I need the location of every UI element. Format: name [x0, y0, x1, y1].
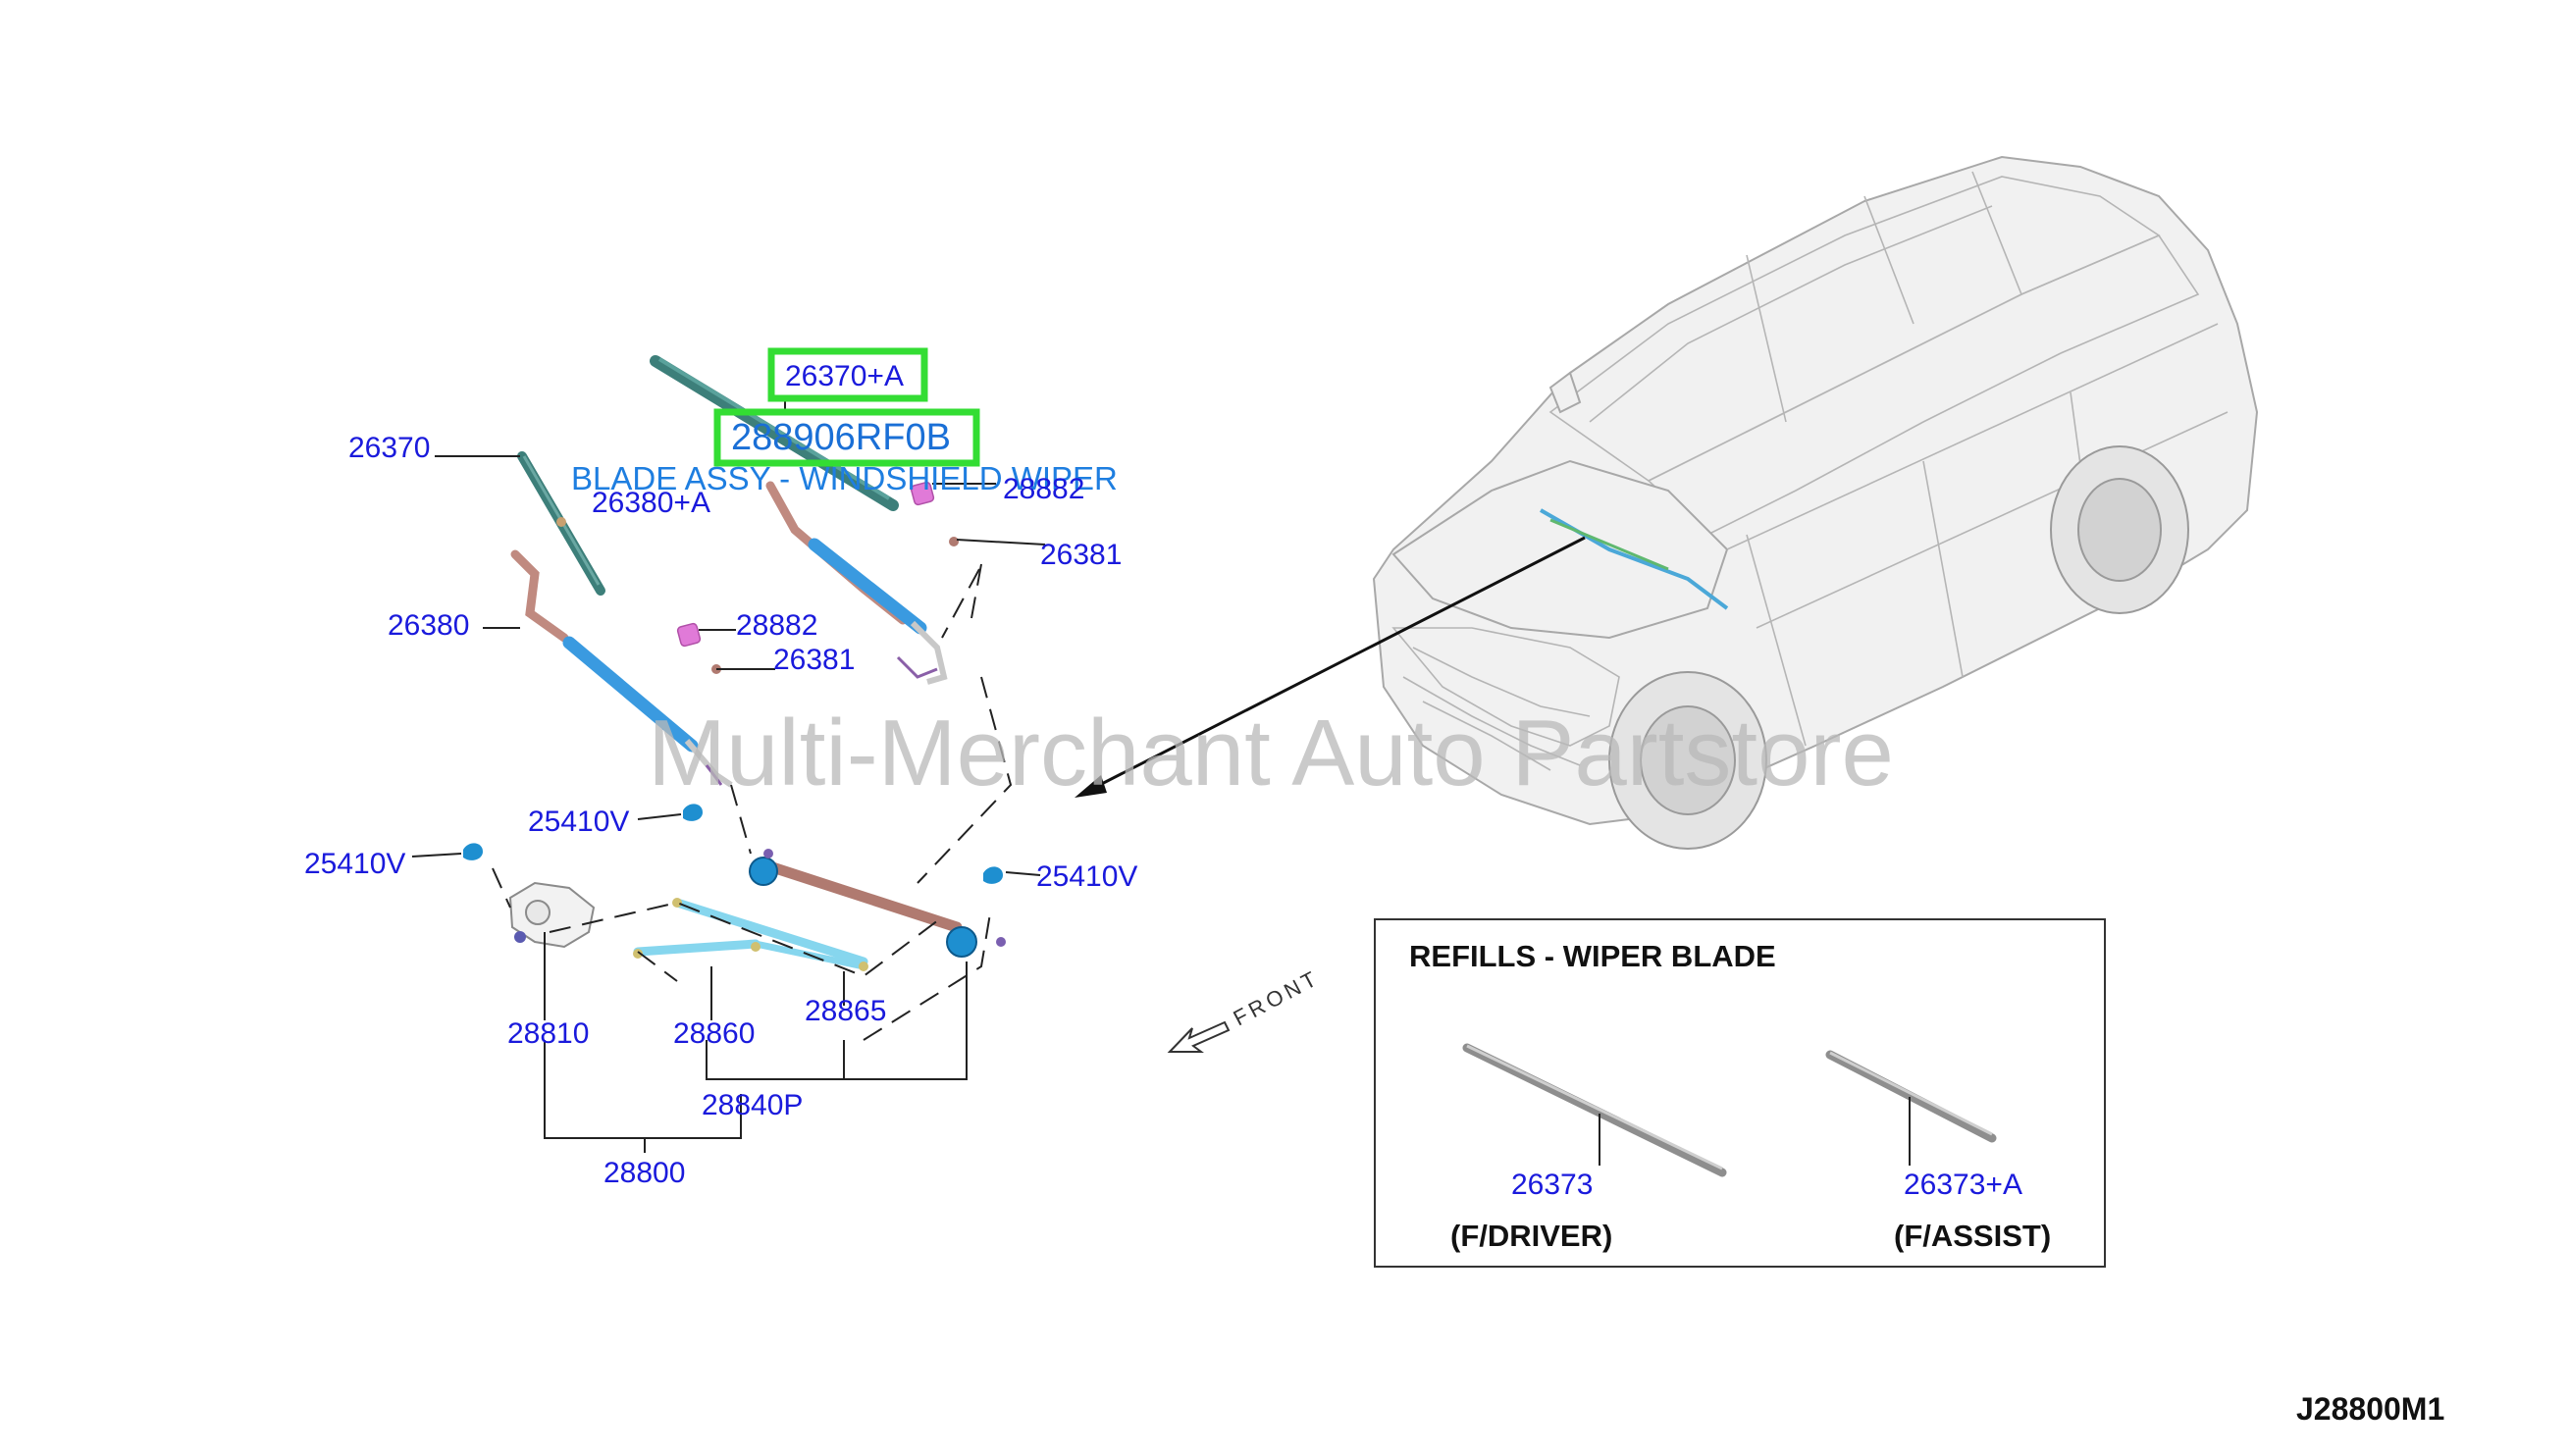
wiper-arm-passenger[interactable]: [765, 481, 948, 685]
callout-26381-b[interactable]: 26381: [773, 644, 855, 676]
callout-26370[interactable]: 26370: [348, 432, 430, 464]
refill-assist-label: (F/ASSIST): [1894, 1219, 2051, 1253]
refill-driver-code[interactable]: 26373: [1511, 1169, 1593, 1201]
pivot-head-driver[interactable]: [749, 857, 778, 886]
highlight-description: BLADE ASSY - WINDSHIELD WIPER: [571, 460, 1118, 496]
grommet-right[interactable]: [983, 866, 1003, 884]
vehicle-illustration: [1372, 155, 2259, 850]
highlight-part-code[interactable]: 26370+A: [785, 360, 904, 392]
callout-25410v-center[interactable]: 25410V: [528, 806, 629, 838]
refill-driver[interactable]: [1462, 1043, 1727, 1177]
highlighted-part[interactable]: 26370+A 288906RF0B BLADE ASSY - WINDSHIE…: [571, 347, 1118, 496]
callout-25410v-right[interactable]: 25410V: [1036, 860, 1137, 893]
leader-lines: [411, 395, 1046, 1153]
callout-28882-b[interactable]: 28882: [736, 609, 817, 642]
watermark: Multi-Merchant Auto Partstore: [648, 701, 1894, 806]
callout-28840p[interactable]: 28840P: [702, 1089, 803, 1121]
callout-28810[interactable]: 28810: [507, 1017, 589, 1050]
wiper-blade-driver[interactable]: [517, 451, 605, 596]
highlight-part-number-box[interactable]: [713, 408, 980, 467]
grommet-left[interactable]: [463, 843, 483, 860]
pivot-cap-driver[interactable]: [676, 622, 702, 648]
refills-title: REFILLS - WIPER BLADE: [1409, 939, 1776, 973]
callout-28800[interactable]: 28800: [603, 1157, 685, 1189]
callout-25410v-left[interactable]: 25410V: [304, 848, 405, 880]
wiper-blade-passenger[interactable]: [650, 355, 899, 511]
location-arrow: [1075, 536, 1586, 798]
wiper-linkage-assembly[interactable]: [633, 857, 1006, 971]
callout-26380-a[interactable]: 26380+A: [592, 487, 710, 519]
callout-26380[interactable]: 26380: [388, 609, 469, 642]
wiper-arm-driver[interactable]: [510, 549, 733, 788]
pivot-nut-passenger[interactable]: [949, 537, 959, 546]
pivot-head-passenger[interactable]: [946, 926, 977, 958]
front-direction-indicator: FRONT: [1167, 964, 1324, 1053]
callout-28860[interactable]: 28860: [673, 1017, 755, 1050]
wiper-motor[interactable]: [508, 881, 596, 949]
refill-assist[interactable]: [1825, 1050, 1997, 1166]
diagram-id: J28800M1: [2296, 1391, 2444, 1427]
callout-labels: 26370 26380+A 28882 26381 26380 28882 26…: [304, 432, 1137, 1189]
callout-28882-a[interactable]: 28882: [1003, 473, 1084, 505]
grommet-center[interactable]: [683, 804, 703, 821]
pivot-cap-passenger[interactable]: [910, 481, 935, 506]
front-label: FRONT: [1230, 964, 1324, 1030]
callout-28865[interactable]: 28865: [805, 995, 886, 1027]
refills-box: [1374, 918, 2106, 1268]
refill-assist-code[interactable]: 26373+A: [1904, 1169, 2022, 1201]
highlight-part-number[interactable]: 288906RF0B: [731, 417, 951, 458]
refills-panel: REFILLS - WIPER BLADE 26373 (F/DRIVER) 2…: [1374, 918, 2106, 1268]
callout-26381-a[interactable]: 26381: [1040, 539, 1122, 571]
highlight-part-code-box[interactable]: [767, 347, 928, 402]
refill-driver-label: (F/DRIVER): [1450, 1219, 1612, 1253]
